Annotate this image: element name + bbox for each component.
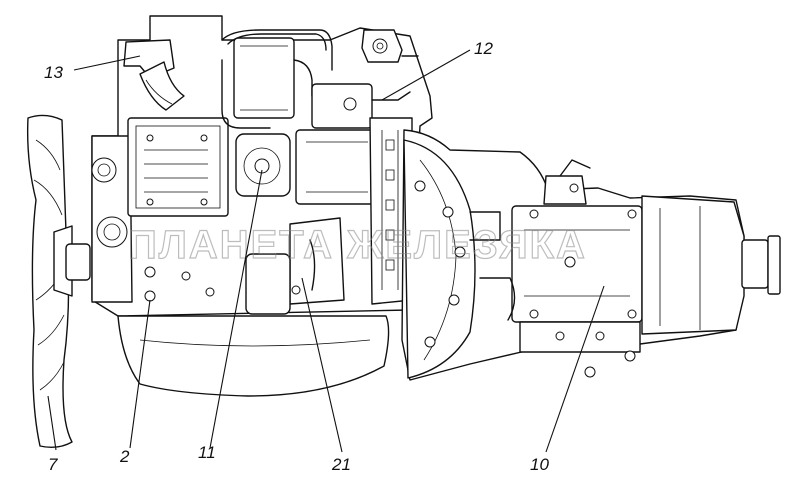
engine-block-icon [91, 15, 433, 397]
transmission-icon [401, 129, 781, 381]
callout-11: 11 [198, 443, 216, 462]
callout-13: 13 [44, 63, 63, 82]
callout-7: 7 [48, 455, 58, 474]
watermark-text: ПЛАНЕТА ЖЕЛЕЗЯКА [128, 223, 587, 267]
callout-10: 10 [530, 455, 549, 474]
callout-12: 12 [474, 39, 493, 58]
callout-2: 2 [119, 447, 130, 466]
callout-21: 21 [331, 455, 351, 474]
fan-blade-icon [26, 114, 91, 449]
leader-lines [47, 49, 605, 453]
